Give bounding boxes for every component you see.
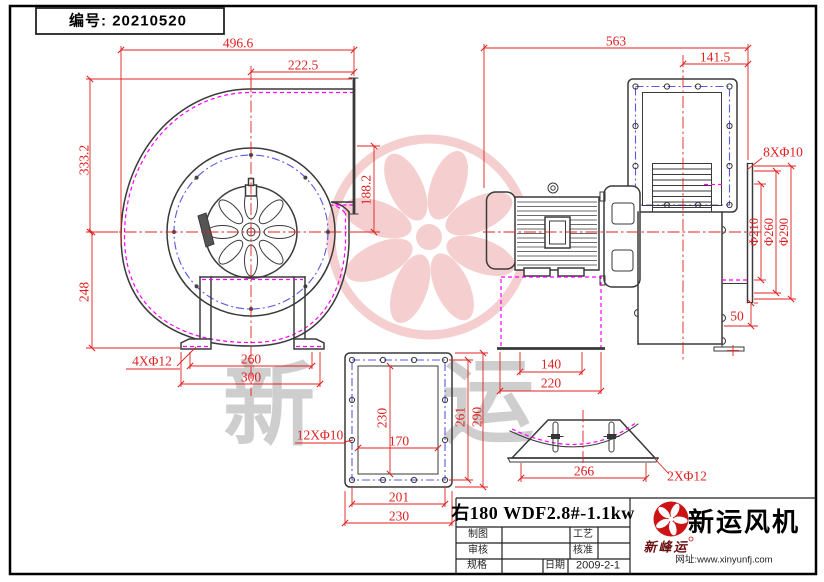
dim-front-lower-height: 248 <box>76 281 92 303</box>
label-side-inlet-holes: 8XΦ10 <box>763 144 803 160</box>
inlet-tab <box>197 212 215 248</box>
dim-side-outlet-offset: 141.5 <box>699 49 731 65</box>
spec-label: 规格 <box>467 560 487 571</box>
watermark-fan-logo <box>326 134 532 340</box>
dim-side-inlet-d260: Φ260 <box>761 218 776 246</box>
checker-label: 审核 <box>468 545 488 556</box>
side-view-drawing <box>483 55 761 360</box>
approver-label: 核准 <box>573 545 593 556</box>
dim-side-pedestal-hole-span: 140 <box>540 356 562 372</box>
dim-side-total-length: 563 <box>605 33 627 49</box>
dim-flange-hole-span-h: 201 <box>388 489 410 505</box>
company-script-logo-text: 新峰运 <box>643 539 689 555</box>
dim-front-outlet-width: 222.5 <box>287 57 319 73</box>
dim-front-upper-height: 333.2 <box>76 144 92 176</box>
company-fan-logo-icon <box>653 501 694 542</box>
serial-number: 编号: 20210520 <box>69 12 187 30</box>
dim-front-base-width: 300 <box>240 369 262 385</box>
serial-box <box>35 7 225 35</box>
label-flange-holes: 12XΦ10 <box>296 427 344 443</box>
dim-flange-inner-width: 170 <box>388 433 410 449</box>
front-view-drawing <box>104 77 368 396</box>
label-base-holes: 2XΦ12 <box>667 468 707 484</box>
dim-side-inlet-d290: Φ290 <box>776 218 791 246</box>
dim-flange-outer-height: 290 <box>469 406 485 428</box>
title-block-lines <box>455 497 816 574</box>
dim-side-pedestal-width: 220 <box>540 375 562 391</box>
dim-front-base-hole-span: 260 <box>240 351 262 367</box>
date-value: 2009-2-1 <box>575 559 621 572</box>
watermark-char-xin: 新 <box>222 355 316 457</box>
page-border <box>8 4 818 576</box>
dim-side-inlet-d210: Φ210 <box>746 218 761 246</box>
drafter-label: 制图 <box>468 529 488 540</box>
label-front-base-holes: 4XΦ12 <box>132 353 172 369</box>
outlet-flange-view-drawing <box>344 352 453 488</box>
dim-front-outlet-height: 188.2 <box>358 174 374 206</box>
dim-base-width: 266 <box>573 463 595 479</box>
dim-side-inlet-depth: 50 <box>730 308 744 324</box>
dim-flange-hole-span-v: 261 <box>452 406 468 428</box>
dim-flange-inner-height: 230 <box>374 407 390 429</box>
model-designation: 右180 WDF2.8#-1.1kw <box>451 503 635 523</box>
base-plate-view-drawing <box>507 410 659 471</box>
date-label: 日期 <box>545 560 565 571</box>
dim-front-total-width: 496.6 <box>222 35 254 51</box>
dim-flange-outer-width: 230 <box>388 508 410 524</box>
company-name: 新运风机 <box>687 507 801 537</box>
dimension-lines <box>86 44 796 527</box>
process-label: 工艺 <box>573 529 593 540</box>
company-website: 网址:www.xinyunfj.com <box>675 554 773 566</box>
